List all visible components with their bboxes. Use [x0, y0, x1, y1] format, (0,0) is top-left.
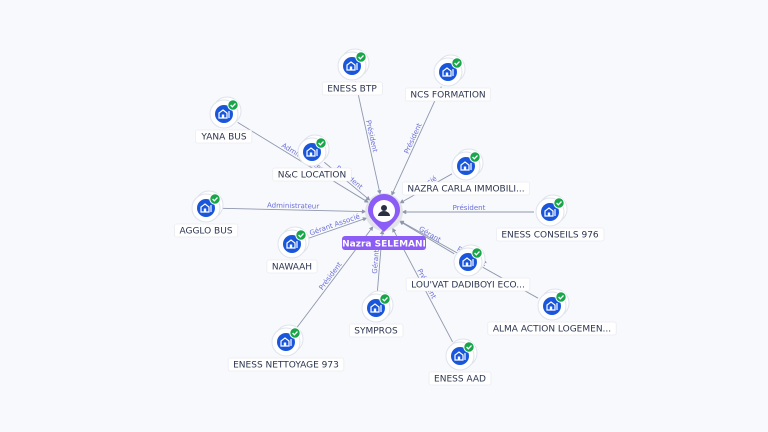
edge-eness-btp	[354, 81, 382, 195]
building-icon	[370, 303, 382, 313]
edge-label-eness-nettoyage: Président	[318, 261, 344, 292]
company-name: NAWAAH	[272, 263, 312, 273]
company-name: ALMA ACTION LOGEMEN...	[493, 325, 611, 335]
edge-ncs-formation	[391, 86, 442, 196]
company-name: AGGLO BUS	[179, 227, 232, 237]
verified-check-icon	[289, 327, 301, 339]
company-name: SYMPROS	[354, 327, 398, 337]
company-name: NCS FORMATION	[410, 91, 485, 101]
company-label-bg	[496, 227, 605, 242]
building-icon	[442, 67, 454, 77]
company-label-bg	[227, 357, 345, 372]
company-name: ENESS BTP	[327, 85, 377, 95]
verified-check-icon	[379, 293, 391, 305]
company-label-bg	[174, 223, 239, 238]
person-icon	[378, 205, 390, 216]
company-node-nazra-carla[interactable]: NAZRA CARLA IMMOBILI...	[402, 148, 530, 196]
company-name: NAZRA CARLA IMMOBILI...	[407, 185, 524, 195]
verified-check-icon	[469, 151, 481, 163]
edge-label-eness-conseils: Président	[453, 204, 486, 212]
edge-label-agglo-bus: Administrateur	[267, 201, 319, 210]
company-name: ENESS NETTOYAGE 973	[233, 361, 339, 371]
company-name: ENESS CONSEILS 976	[501, 231, 599, 241]
company-label-bg	[428, 371, 492, 386]
center-name: Nazra SELEMANI	[342, 240, 426, 250]
company-node-nawaah[interactable]: NAWAAH	[266, 226, 318, 274]
building-icon	[454, 351, 466, 361]
verified-check-icon	[209, 193, 221, 205]
building-icon	[462, 257, 474, 267]
company-node-eness-conseils[interactable]: ENESS CONSEILS 976	[496, 194, 605, 242]
nodes-layer: ENESS BTP NCS FORMATION YANA BUS N&C LOCATI…	[174, 48, 617, 386]
company-node-nc-location[interactable]: N&C LOCATION	[272, 134, 352, 182]
company-label-bg	[405, 87, 491, 102]
verified-check-icon	[227, 99, 239, 111]
edge-agglo-bus	[221, 207, 367, 214]
company-node-eness-nettoyage[interactable]: ENESS NETTOYAGE 973	[227, 324, 345, 372]
edge-label-eness-btp: Président	[364, 119, 379, 153]
company-label-bg	[266, 259, 318, 274]
building-icon	[346, 61, 358, 71]
verified-check-icon	[553, 197, 565, 209]
edge-label-sympros: Gérant	[371, 249, 381, 274]
company-node-yana-bus[interactable]: YANA BUS	[195, 96, 253, 144]
company-node-alma-action[interactable]: ALMA ACTION LOGEMEN...	[487, 288, 617, 336]
company-label-bg	[321, 81, 383, 96]
center-label-bg	[342, 236, 426, 250]
building-icon	[544, 207, 556, 217]
verified-check-icon	[471, 247, 483, 259]
company-node-eness-btp[interactable]: ENESS BTP	[321, 48, 383, 96]
company-node-agglo-bus[interactable]: AGGLO BUS	[174, 190, 239, 238]
company-label-bg	[405, 277, 531, 292]
building-icon	[460, 161, 472, 171]
company-node-eness-aad[interactable]: ENESS AAD	[428, 338, 492, 386]
edge-label-nawaah: Gérant Associé	[309, 212, 361, 237]
company-label-bg	[195, 129, 253, 144]
company-name: N&C LOCATION	[278, 171, 346, 181]
company-label-bg	[402, 181, 530, 196]
building-icon	[280, 337, 292, 347]
edge-louvat	[399, 221, 455, 255]
verified-check-icon	[451, 57, 463, 69]
building-icon	[218, 109, 230, 119]
company-label-bg	[348, 323, 404, 338]
company-node-louvat[interactable]: LOU'VAT DADIBOYI ECO...	[405, 244, 531, 292]
center-person-node[interactable]: Nazra SELEMANI	[342, 193, 426, 250]
building-icon	[306, 147, 318, 157]
verified-check-icon	[555, 291, 567, 303]
verified-check-icon	[463, 341, 475, 353]
company-label-bg	[487, 321, 617, 336]
company-node-sympros[interactable]: SYMPROS	[348, 290, 404, 338]
company-name: LOU'VAT DADIBOYI ECO...	[411, 281, 525, 291]
company-name: YANA BUS	[200, 133, 246, 143]
building-icon	[286, 239, 298, 249]
verified-check-icon	[315, 137, 327, 149]
company-label-bg	[272, 167, 352, 182]
company-node-ncs-formation[interactable]: NCS FORMATION	[405, 54, 491, 102]
edge-nawaah	[306, 217, 368, 240]
verified-check-icon	[355, 51, 367, 63]
building-icon	[546, 301, 558, 311]
company-name: ENESS AAD	[434, 375, 486, 385]
edge-label-ncs-formation: Président	[403, 122, 424, 155]
verified-check-icon	[295, 229, 307, 241]
building-icon	[200, 203, 212, 213]
